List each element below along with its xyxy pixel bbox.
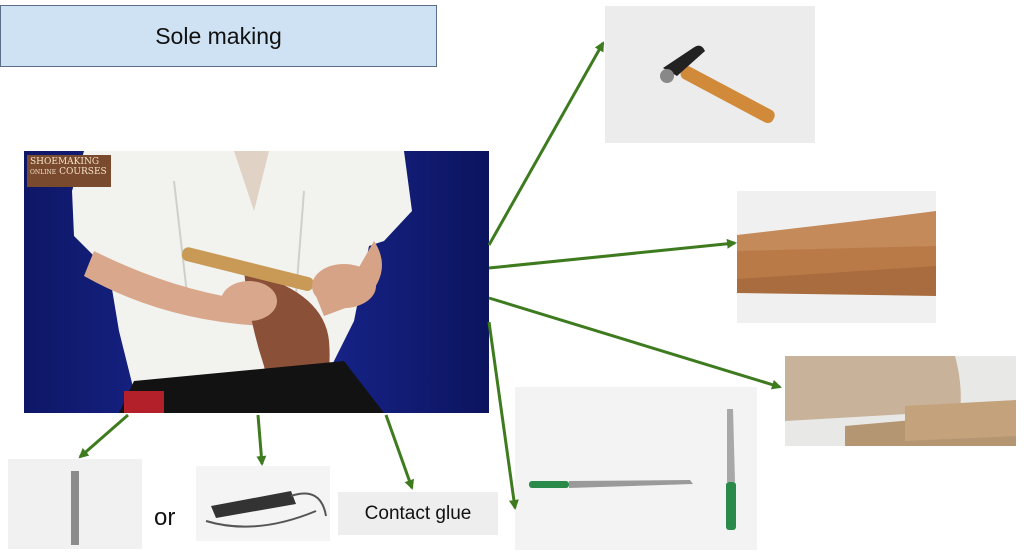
rasp-photo (8, 459, 142, 549)
video-frame[interactable]: SHOEMAKING ONLINE COURSES (24, 151, 489, 413)
logo-line-2: ONLINE (30, 169, 57, 176)
slide-title: Sole making (0, 5, 437, 67)
hammer-icon (660, 45, 775, 124)
shoemaker-scene (24, 151, 489, 413)
arrow-to-rotary-tool (256, 414, 267, 466)
arrow-to-leather (488, 238, 737, 270)
course-logo: SHOEMAKING ONLINE COURSES (27, 155, 111, 187)
arrow-to-hammer (487, 41, 605, 246)
logo-line-3: COURSES (59, 167, 107, 177)
arrow-to-rasp (78, 413, 129, 459)
rotary-tool-icon (205, 491, 327, 528)
knife-photo (515, 387, 757, 550)
arrow-to-contact-glue (384, 414, 415, 490)
hammer-photo (605, 6, 815, 143)
or-label: or (154, 504, 176, 531)
logo-line-1: SHOEMAKING (30, 157, 100, 167)
rotary-tool-photo (196, 466, 330, 541)
rasp-file-icon (71, 471, 79, 545)
cork-photo (785, 356, 1016, 446)
leather-sheets-icon (737, 211, 936, 296)
arrow-to-cork (488, 296, 782, 390)
contact-glue-label: Contact glue (338, 492, 498, 535)
leather-photo (737, 191, 936, 323)
cork-sheet-icon (785, 356, 1016, 446)
arrow-to-knife (487, 321, 519, 510)
knife-icon (529, 409, 736, 530)
